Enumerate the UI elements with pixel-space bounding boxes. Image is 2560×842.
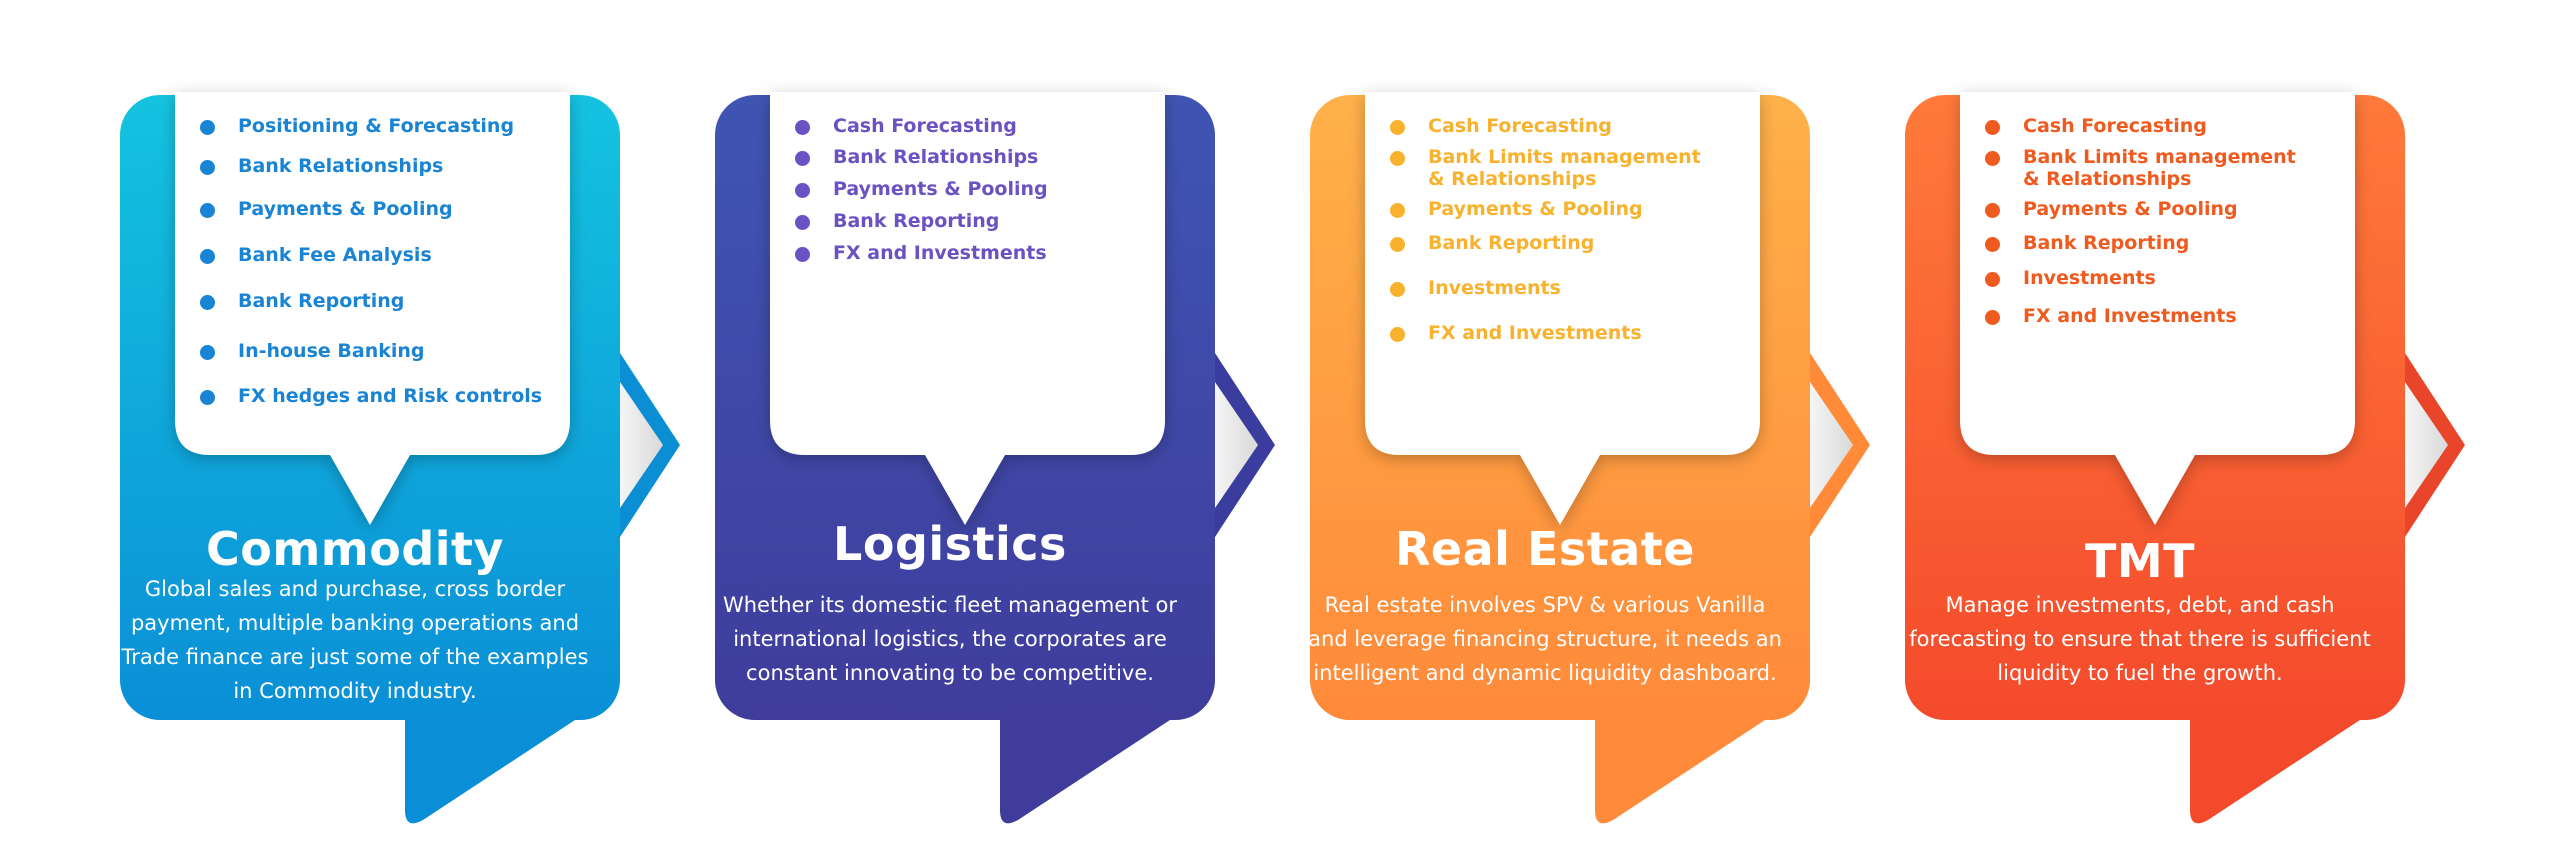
list-item-label: Investments	[1428, 277, 1561, 299]
list-item-label: Bank Reporting	[238, 290, 405, 312]
bullet-dot-icon	[795, 120, 810, 135]
callout-panel	[175, 92, 570, 525]
list-item-label: Bank Relationships	[833, 146, 1039, 168]
list-item-label: Bank Reporting	[2023, 232, 2190, 254]
bullet-dot-icon	[200, 295, 215, 310]
list-item: Bank Relationships	[795, 146, 1038, 168]
card-description: Whether its domestic fleet management or…	[722, 593, 1178, 685]
list-item-label: Bank Reporting	[1428, 232, 1595, 254]
list-item: FX hedges and Risk controls	[200, 385, 542, 407]
list-item: Bank Limits management & Relationships	[1985, 146, 2296, 190]
callout-panel	[1365, 92, 1760, 525]
bullet-dot-icon	[1985, 120, 2000, 135]
list-item-label: Payments & Pooling	[2023, 198, 2238, 220]
bullet-dot-icon	[795, 183, 810, 198]
card-description: Manage investments, debt, and cash forec…	[1909, 593, 2371, 685]
list-item: Bank Relationships	[200, 155, 443, 177]
callout-panel	[770, 92, 1165, 525]
card-tail	[1595, 720, 1765, 824]
list-item: Payments & Pooling	[200, 198, 453, 220]
list-item-label: Cash Forecasting	[833, 115, 1017, 137]
list-item: Investments	[1390, 277, 1561, 299]
list-item-label: FX and Investments	[2023, 305, 2237, 327]
list-item-label: In-house Banking	[238, 340, 425, 362]
card-description: Real estate involves SPV & various Vanil…	[1308, 593, 1782, 685]
card-shape	[120, 92, 680, 824]
list-item-label: FX hedges and Risk controls	[238, 385, 543, 407]
list-item-label: Payments & Pooling	[1428, 198, 1643, 220]
card-shape	[1310, 92, 1870, 824]
list-item: Cash Forecasting	[795, 115, 1017, 137]
list-item: Bank Reporting	[795, 210, 999, 232]
bullet-dot-icon	[200, 160, 215, 175]
list-item: FX and Investments	[795, 242, 1047, 264]
bullet-dot-icon	[1985, 272, 2000, 287]
list-item-label: Positioning & Forecasting	[238, 115, 515, 137]
bullet-dot-icon	[200, 249, 215, 264]
list-item: FX and Investments	[1985, 305, 2237, 327]
bullet-dot-icon	[1390, 327, 1405, 342]
bullet-dot-icon	[200, 120, 215, 135]
list-item-label: Investments	[2023, 267, 2156, 289]
list-item: Payments & Pooling	[1390, 198, 1643, 220]
card-description: Global sales and purchase, cross border …	[121, 577, 589, 703]
list-item-label: Bank Reporting	[833, 210, 1000, 232]
list-item-label: Bank Limits management & Relationships	[2023, 146, 2296, 190]
bullet-dot-icon	[1985, 203, 2000, 218]
card-shape	[715, 92, 1275, 824]
card-title: Commodity	[206, 522, 504, 576]
bullet-dot-icon	[200, 390, 215, 405]
list-item: Payments & Pooling	[795, 178, 1048, 200]
list-item-label: FX and Investments	[1428, 322, 1642, 344]
callout-panel	[1960, 92, 2355, 525]
list-item: Cash Forecasting	[1390, 115, 1612, 137]
list-item-label: Payments & Pooling	[833, 178, 1048, 200]
bullet-dot-icon	[1985, 237, 2000, 252]
list-item: Payments & Pooling	[1985, 198, 2238, 220]
list-item-label: Bank Limits management & Relationships	[1428, 146, 1701, 190]
card-title: TMT	[2084, 534, 2196, 588]
list-item: Bank Reporting	[1985, 232, 2189, 254]
card-tail	[405, 720, 575, 824]
bullet-dot-icon	[1390, 203, 1405, 218]
bullet-dot-icon	[1390, 237, 1405, 252]
bullet-dot-icon	[200, 203, 215, 218]
list-item: Investments	[1985, 267, 2156, 289]
bullet-dot-icon	[1985, 151, 2000, 166]
bullet-dot-icon	[1985, 310, 2000, 325]
list-item-label: Payments & Pooling	[238, 198, 453, 220]
bullet-dot-icon	[795, 151, 810, 166]
list-item-label: Cash Forecasting	[1428, 115, 1612, 137]
card-title: Real Estate	[1395, 522, 1695, 576]
list-item: In-house Banking	[200, 340, 425, 362]
bullet-dot-icon	[1390, 282, 1405, 297]
card-title: Logistics	[833, 517, 1067, 571]
card-shape	[1905, 92, 2465, 824]
list-item: Bank Fee Analysis	[200, 244, 432, 266]
list-item-label: Cash Forecasting	[2023, 115, 2207, 137]
list-item: Bank Reporting	[1390, 232, 1594, 254]
list-item: Bank Limits management & Relationships	[1390, 146, 1701, 190]
bullet-dot-icon	[795, 247, 810, 262]
bullet-dot-icon	[795, 215, 810, 230]
bullet-dot-icon	[1390, 151, 1405, 166]
list-item: Positioning & Forecasting	[200, 115, 514, 137]
list-item-label: Bank Relationships	[238, 155, 444, 177]
list-item-label: FX and Investments	[833, 242, 1047, 264]
list-item: FX and Investments	[1390, 322, 1642, 344]
list-item: Cash Forecasting	[1985, 115, 2207, 137]
bullet-dot-icon	[1390, 120, 1405, 135]
card-tail	[2190, 720, 2360, 824]
card-tail	[1000, 720, 1170, 824]
list-item: Bank Reporting	[200, 290, 404, 312]
list-item-label: Bank Fee Analysis	[238, 244, 432, 266]
bullet-dot-icon	[200, 345, 215, 360]
